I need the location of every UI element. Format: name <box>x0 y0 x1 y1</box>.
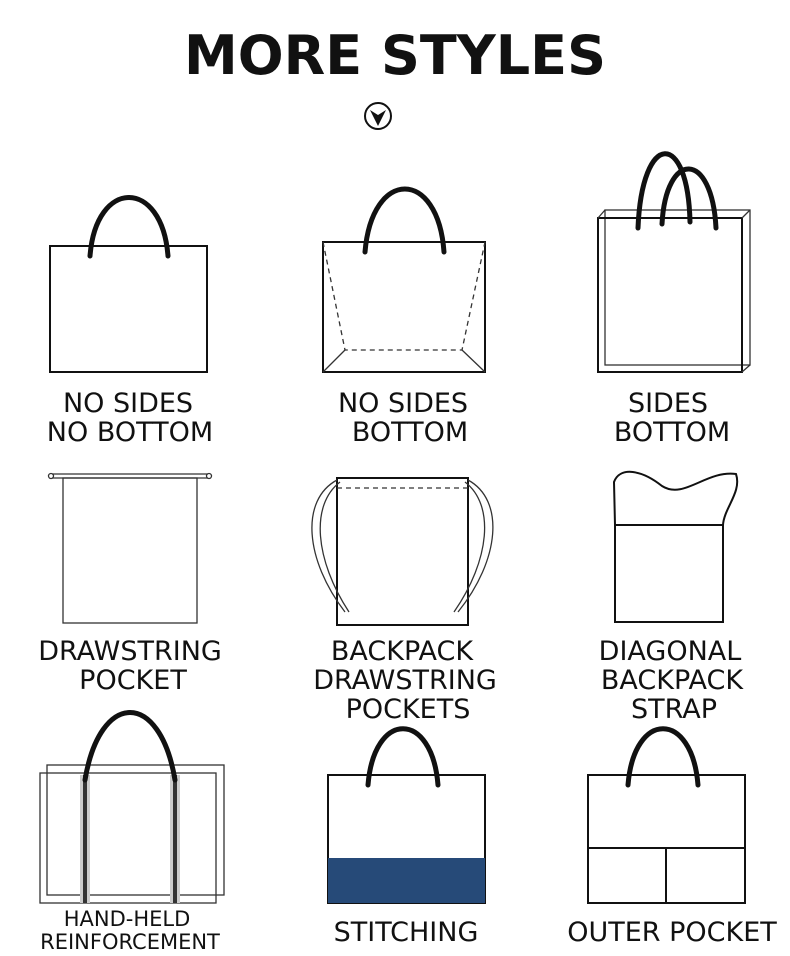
bag-backpack-drawstring <box>311 477 494 626</box>
label-backpack-2: DRAWSTRING <box>313 665 497 696</box>
bag-outer-pocket <box>587 726 746 904</box>
bag-sides-bottom <box>597 151 751 373</box>
label-outer-pocket: OUTER POCKET <box>567 917 777 948</box>
label-diagonal-3: STRAP <box>631 694 717 725</box>
bag-drawstring-pocket <box>47 472 213 624</box>
label-drawstring-1: DRAWSTRING <box>38 636 222 667</box>
chevron-down-circle-icon[interactable] <box>364 102 392 130</box>
label-no-sides-bottom-2: BOTTOM <box>352 417 468 448</box>
bag-no-sides-no-bottom <box>49 195 208 373</box>
label-sides-bottom-2: BOTTOM <box>614 417 730 448</box>
label-backpack-1: BACKPACK <box>331 636 474 667</box>
page-title: MORE STYLES <box>184 24 606 87</box>
bag-stitching <box>327 726 486 904</box>
label-stitching: STITCHING <box>334 917 479 948</box>
bag-hand-held-reinforcement <box>39 710 225 904</box>
label-diagonal-1: DIAGONAL <box>599 636 742 667</box>
label-no-sides-no-bottom-1: NO SIDES <box>63 388 193 419</box>
label-backpack-3: POCKETS <box>346 694 471 725</box>
label-sides-bottom-1: SIDES <box>628 388 708 419</box>
label-drawstring-2: POCKET <box>79 665 187 696</box>
label-no-sides-bottom-1: NO SIDES <box>338 388 468 419</box>
label-hand-held-1: HAND-HELD <box>64 907 191 931</box>
bag-diagonal-strap <box>612 470 739 623</box>
bag-no-sides-bottom <box>322 186 486 373</box>
label-hand-held-2: REINFORCEMENT <box>40 930 220 954</box>
label-diagonal-2: BACKPACK <box>601 665 744 696</box>
label-no-sides-no-bottom-2: NO BOTTOM <box>47 417 213 448</box>
stitching-panel <box>328 858 485 903</box>
